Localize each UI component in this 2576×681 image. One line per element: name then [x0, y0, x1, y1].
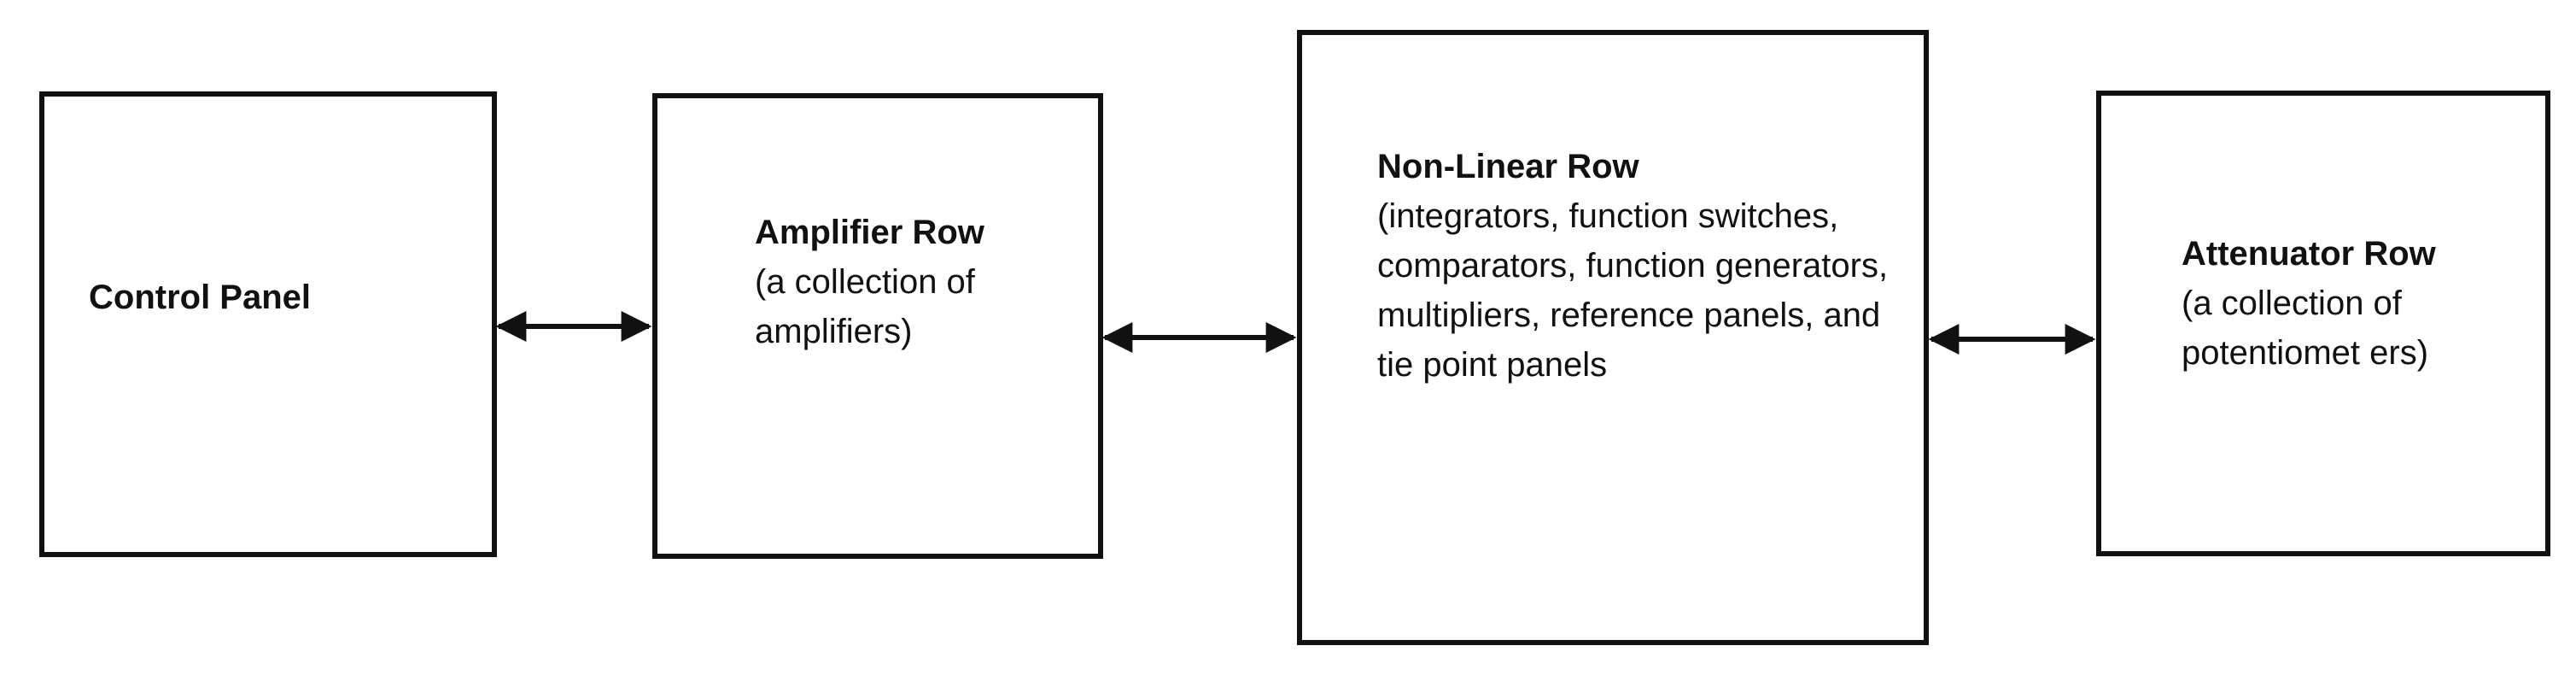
- attenuator-row-label: Attenuator Row (a collection of potentio…: [2182, 229, 2438, 378]
- control-panel-label: Control Panel: [89, 279, 312, 316]
- nonlinear-row-block: [1297, 30, 1929, 645]
- nonlinear-row-label: Non-Linear Row (integrators, function swi…: [1377, 142, 1915, 390]
- nonlinear-row-title: Non-Linear Row: [1377, 148, 1639, 185]
- amplifier-row-desc: (a collection of amplifiers): [755, 263, 975, 350]
- amplifier-row-title: Amplifier Row: [755, 214, 984, 251]
- amplifier-row-label: Amplifier Row (a collection of amplifier…: [755, 208, 1011, 356]
- attenuator-row-desc: (a collection of potentiomet ers): [2182, 285, 2429, 372]
- attenuator-row-title: Attenuator Row: [2182, 235, 2436, 273]
- attenuator-row-block: [2096, 91, 2550, 556]
- amplifier-row-block: [652, 93, 1103, 559]
- nonlinear-row-desc: (integrators, function switches, compara…: [1377, 197, 1889, 384]
- control-panel-block: [39, 91, 497, 557]
